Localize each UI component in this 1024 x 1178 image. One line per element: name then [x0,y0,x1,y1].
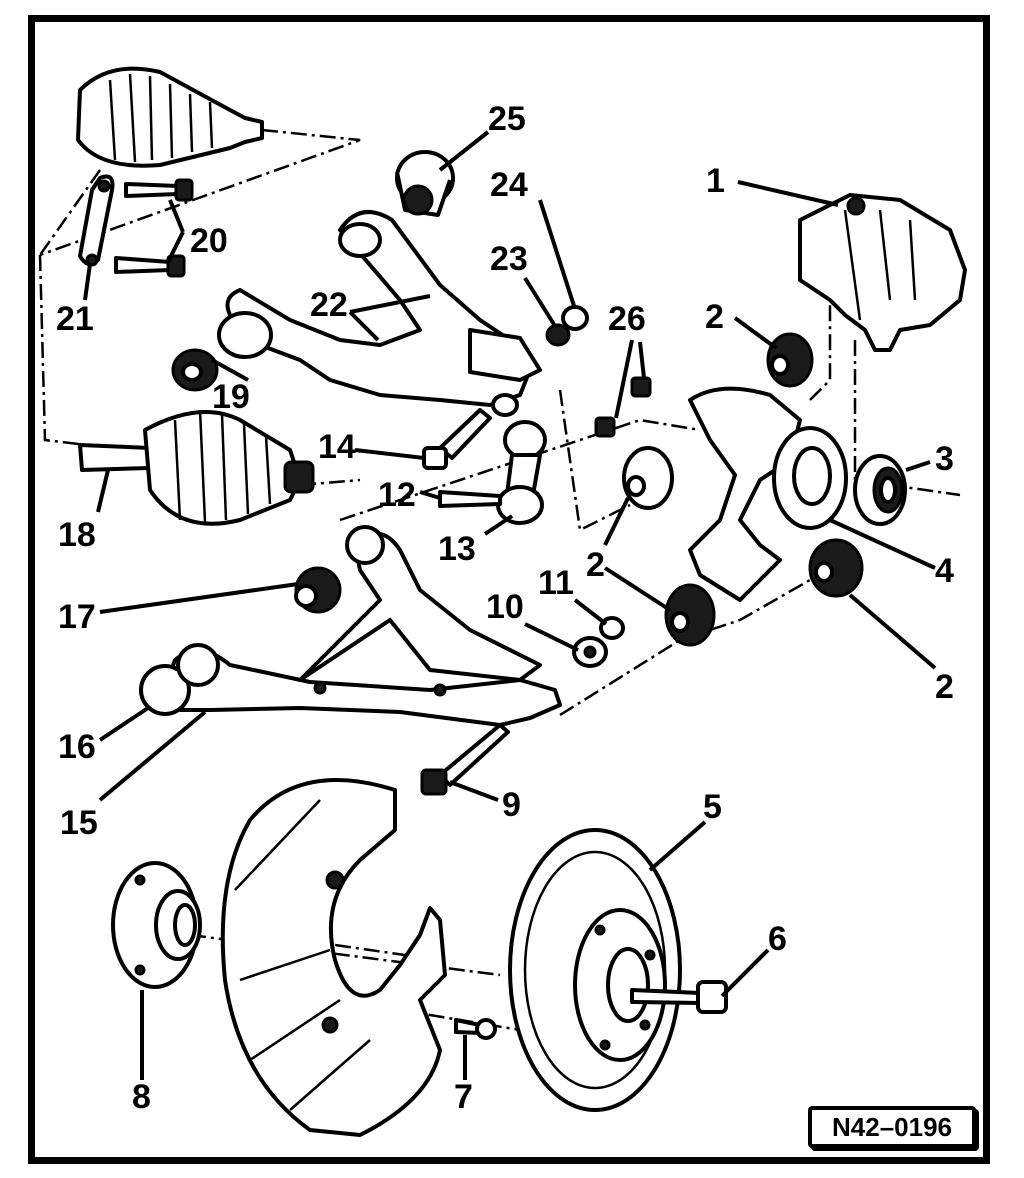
coupling-link-13 [496,420,547,525]
leader-lines [83,130,937,1080]
bolt-9 [420,723,510,796]
callout-labels: 1 2 2 2 3 4 5 6 7 8 9 10 11 12 13 14 15 … [56,100,954,1116]
wheel-hub-8 [111,861,202,989]
reference-code: N42–0196 [832,1111,952,1142]
callout-2-top: 2 [705,298,724,336]
washer-10 [572,636,608,668]
bushing-25 [395,150,455,217]
callout-26: 26 [608,300,646,338]
callout-23: 23 [490,240,528,278]
bolts-20 [114,178,194,278]
bushing-2c [664,583,716,647]
splash-shield [220,778,447,1137]
bracket-plate-21 [78,174,115,267]
callout-18: 18 [58,516,96,554]
callout-11: 11 [538,564,574,602]
callout-7: 7 [454,1078,473,1116]
bushing-2b [622,446,674,510]
bolt-7 [454,1018,497,1040]
callout-9: 9 [502,786,521,824]
callout-8: 8 [132,1078,151,1116]
callout-22-left: 22 [310,286,348,324]
bolt-6 [630,980,728,1014]
callout-25: 25 [488,100,526,138]
callout-15: 15 [60,804,98,842]
bushing-2d [808,538,864,598]
bushing-17 [294,525,385,614]
bolt-14 [422,408,492,470]
callout-6: 6 [768,920,787,958]
wheel-bearing-3 [853,454,907,526]
callout-19: 19 [212,378,250,416]
bolts-26 [594,376,652,438]
callout-2-right: 2 [935,668,954,706]
callout-21: 21 [56,300,94,338]
callout-13: 13 [438,530,476,568]
bolt-12 [438,490,502,508]
callout-2-middle: 2 [586,546,605,584]
upper-control-arm-22 [225,210,542,417]
callout-14: 14 [318,428,356,466]
reference-code-box: N42–0196 [808,1106,976,1148]
callout-24: 24 [490,166,528,204]
callout-4: 4 [935,552,954,590]
cv-boot-top [76,66,264,168]
bushing-19 [171,311,273,392]
callout-1: 1 [706,162,725,200]
callout-5: 5 [703,788,722,826]
wheel-bearing-housing-1 [798,193,967,352]
brake-disc-5 [508,828,682,1112]
knuckle-4 [688,386,848,602]
drive-shaft-18 [78,409,315,526]
bushing-16 [139,643,220,716]
callout-3: 3 [935,440,954,478]
washer-23 [545,323,571,347]
callout-16: 16 [58,728,96,766]
nut-24 [561,305,589,331]
callout-20: 20 [190,222,228,260]
callout-10: 10 [486,588,524,626]
callout-12: 12 [378,476,416,514]
bushing-2a [766,332,814,388]
callout-17: 17 [58,598,96,636]
